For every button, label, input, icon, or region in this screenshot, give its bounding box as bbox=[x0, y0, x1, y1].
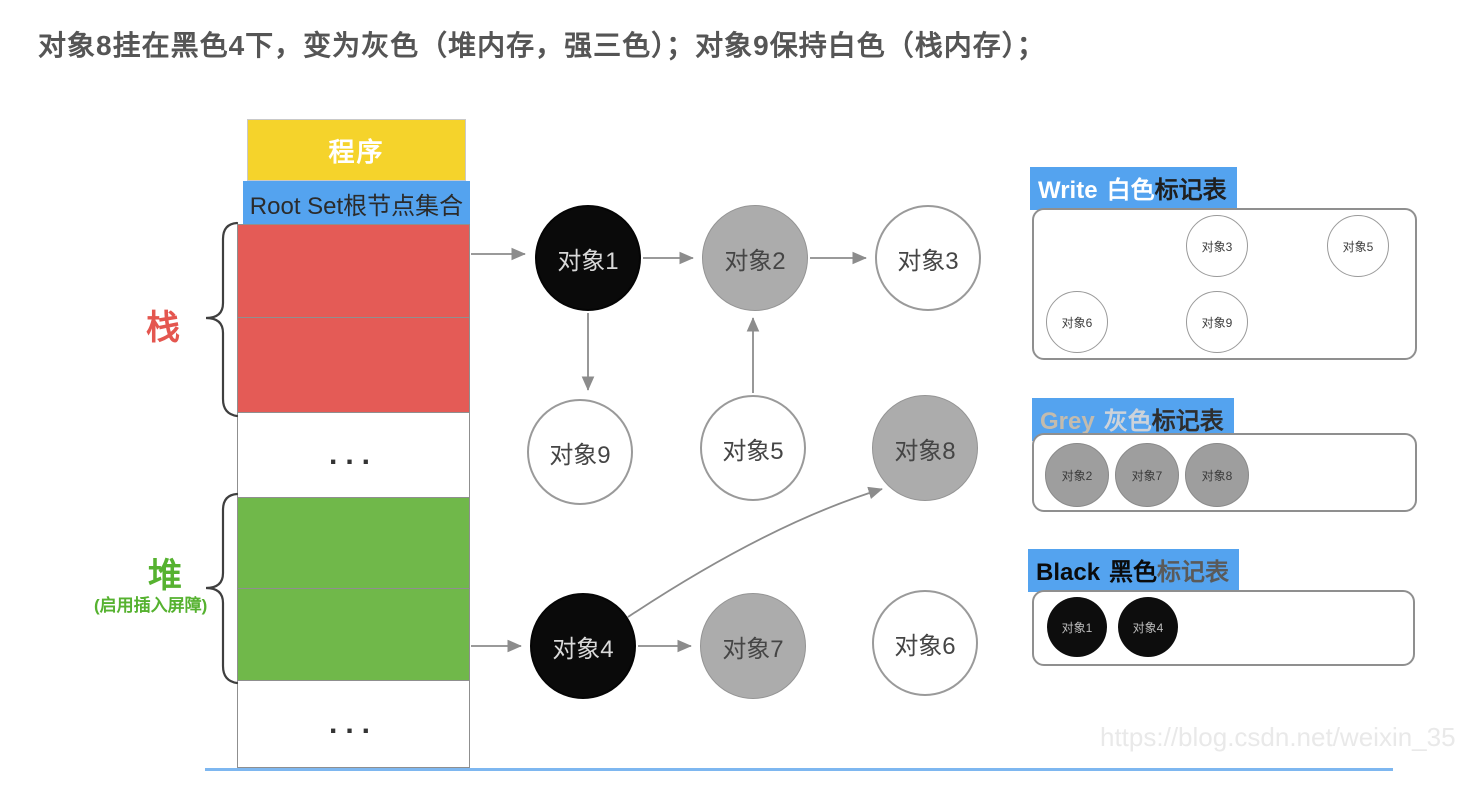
node-obj8: 对象8 bbox=[872, 395, 978, 501]
stack-red-cell-1 bbox=[237, 224, 470, 318]
white-table-item-obj6: 对象6 bbox=[1046, 291, 1108, 353]
node-obj6: 对象6 bbox=[872, 590, 978, 696]
watermark: https://blog.csdn.net/weixin_35 bbox=[1100, 722, 1456, 752]
white-table-header-color-word: 白色 bbox=[1106, 177, 1155, 204]
heap-region-label: 堆 bbox=[148, 557, 182, 595]
grey-table-header-suffix: 标记表 bbox=[1151, 408, 1224, 435]
black-table-item-obj4: 对象4 bbox=[1118, 597, 1178, 657]
node-obj2: 对象2 bbox=[702, 205, 808, 311]
white-table-header-suffix: 标记表 bbox=[1154, 177, 1227, 204]
node-obj3: 对象3 bbox=[875, 205, 981, 311]
grey-table-header-color-word: 灰色 bbox=[1103, 408, 1152, 435]
white-table-header-en: Write bbox=[1038, 177, 1098, 204]
black-table-header-color-word: 黑色 bbox=[1109, 559, 1158, 586]
stack-brace-icon bbox=[205, 221, 239, 418]
node-obj1: 对象1 bbox=[535, 205, 641, 311]
stack-region-label: 栈 bbox=[146, 309, 180, 347]
page-title: 对象8挂在黑色4下，变为灰色（堆内存，强三色）；对象9保持白色（栈内存）； bbox=[38, 30, 1046, 61]
node-obj7: 对象7 bbox=[700, 593, 806, 699]
grey-table-item-obj2: 对象2 bbox=[1045, 443, 1109, 507]
black-table-header-suffix: 标记表 bbox=[1157, 559, 1230, 586]
heap-brace-icon bbox=[205, 492, 239, 685]
grey-table-header-en: Grey bbox=[1040, 408, 1095, 435]
memory-gap-cell-bottom: ... bbox=[237, 680, 470, 768]
node-obj4: 对象4 bbox=[530, 593, 636, 699]
program-box: 程序 bbox=[247, 119, 466, 181]
node-obj9: 对象9 bbox=[527, 399, 633, 505]
grey-table-item-obj7: 对象7 bbox=[1115, 443, 1179, 507]
black-table-header: Black 黑色标记表 bbox=[1028, 549, 1240, 592]
white-table-item-obj9: 对象9 bbox=[1186, 291, 1248, 353]
root-set-box: Root Set根节点集合 bbox=[243, 181, 470, 225]
heap-green-cell-2 bbox=[237, 588, 470, 681]
white-table-item-obj3: 对象3 bbox=[1186, 215, 1248, 277]
memory-gap-cell-top: ... bbox=[237, 412, 470, 498]
heap-region-note: (启用插入屏障) bbox=[94, 596, 208, 615]
black-table-item-obj1: 对象1 bbox=[1047, 597, 1107, 657]
white-table-header: Write 白色标记表 bbox=[1030, 167, 1237, 210]
stack-red-cell-2 bbox=[237, 317, 470, 413]
white-table-item-obj5: 对象5 bbox=[1327, 215, 1389, 277]
node-obj5: 对象5 bbox=[700, 395, 806, 501]
grey-table-item-obj8: 对象8 bbox=[1185, 443, 1249, 507]
black-table-header-en: Black bbox=[1036, 559, 1101, 586]
heap-green-cell-1 bbox=[237, 497, 470, 589]
bottom-divider-line bbox=[205, 768, 1393, 771]
